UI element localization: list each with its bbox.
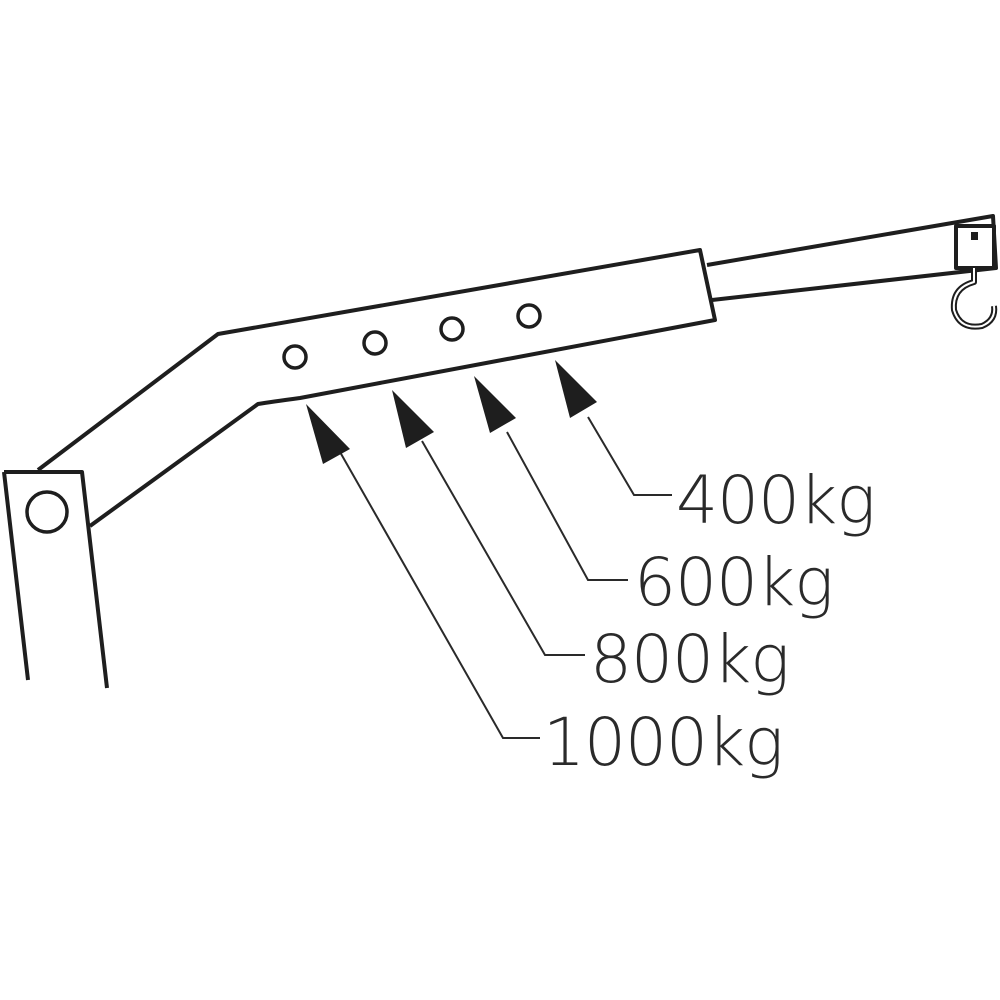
- hole-400kg: [516, 303, 542, 329]
- arrow-600kg-icon: [474, 376, 516, 433]
- leader-600kg: [506, 431, 628, 581]
- main-boom: [36, 248, 717, 528]
- leader-800kg: [421, 440, 585, 656]
- mast-post: [2, 470, 109, 689]
- arrow-400kg-icon: [555, 360, 597, 418]
- label-1000kg: 1000kg: [543, 704, 784, 781]
- arrow-1000kg-icon: [306, 404, 350, 464]
- mast-pivot-pin: [25, 490, 69, 534]
- leader-1000kg: [339, 451, 540, 739]
- leader-400kg: [587, 416, 672, 496]
- label-400kg: 400kg: [676, 462, 876, 539]
- hole-600kg: [439, 316, 465, 342]
- extension-boom: [706, 214, 998, 302]
- hook-block-pin: [971, 232, 978, 240]
- label-800kg: 800kg: [590, 621, 790, 698]
- hole-800kg: [362, 330, 388, 356]
- hole-1000kg: [282, 344, 308, 370]
- arrow-800kg-icon: [392, 390, 434, 448]
- label-600kg: 600kg: [634, 544, 834, 621]
